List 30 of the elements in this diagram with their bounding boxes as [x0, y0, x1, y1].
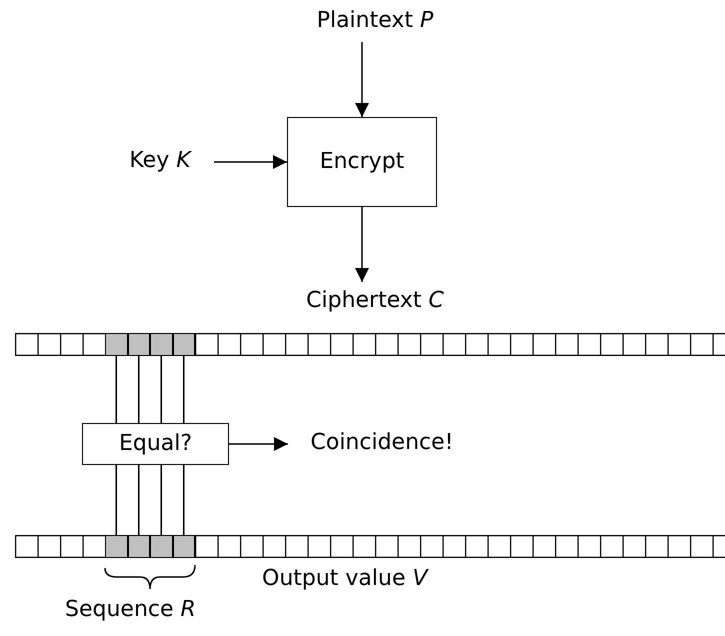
text-label: Output value V — [262, 566, 428, 591]
shaded-cell — [105, 333, 128, 356]
text-label: Ciphertext C — [285, 286, 465, 318]
arrow — [229, 437, 288, 451]
shaded-cell — [172, 535, 195, 558]
connector-line — [160, 356, 162, 423]
text-label: Key K — [110, 146, 210, 178]
shaded-cell — [150, 333, 172, 356]
text-label: Coincidence! — [292, 428, 472, 460]
connector-line — [116, 465, 117, 535]
connector-line — [183, 356, 184, 423]
connector-line — [160, 465, 162, 535]
arrow — [355, 42, 369, 117]
shaded-cell — [150, 535, 172, 558]
arrow — [355, 207, 369, 282]
cell-strip — [15, 535, 725, 558]
connector-line — [183, 465, 184, 535]
text-label: Sequence R — [65, 597, 196, 622]
arrow — [214, 155, 287, 169]
shaded-cell — [172, 333, 195, 356]
connector-line — [138, 356, 140, 423]
connector-line — [138, 465, 140, 535]
process-box: Equal? — [82, 423, 229, 465]
shaded-cell — [105, 535, 128, 558]
shaded-cell — [128, 535, 150, 558]
connector-line — [116, 356, 117, 423]
shaded-cell — [128, 333, 150, 356]
cell-strip — [15, 333, 725, 356]
process-box: Encrypt — [287, 117, 437, 207]
text-label: Plaintext P — [290, 6, 460, 38]
